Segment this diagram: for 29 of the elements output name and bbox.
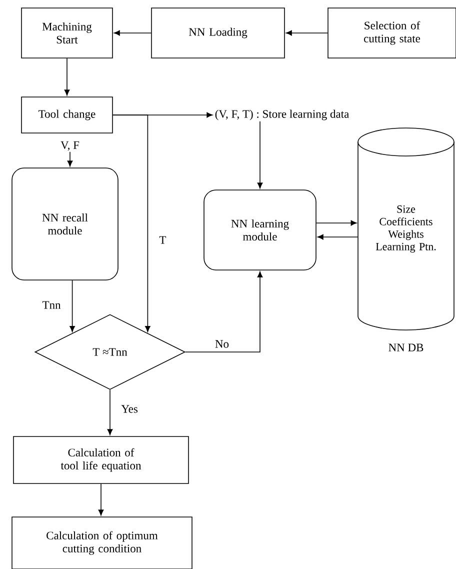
- arrow: [98, 484, 104, 516]
- edge-label: No: [214, 339, 230, 349]
- node-label: NN DB: [388, 344, 424, 352]
- arrow: [286, 30, 328, 36]
- process-box: NN Loading: [151, 8, 285, 58]
- module-box: NN recall module: [12, 168, 118, 280]
- process-box: Selection of cutting state: [328, 8, 456, 58]
- edge-label: Yes: [120, 404, 139, 414]
- data-text: (V, F, T) : Store learning data: [215, 110, 349, 120]
- edge-label: Tnn: [41, 300, 62, 310]
- arrow: [317, 234, 358, 240]
- arrow: [316, 220, 357, 226]
- module-box: NN learning module: [204, 190, 316, 270]
- process-box: Machining Start: [21, 8, 113, 58]
- arrow: [257, 121, 263, 189]
- arrow: [112, 114, 150, 332]
- process-box: Tool change: [21, 96, 113, 134]
- input-text: V, F: [60, 141, 80, 151]
- arrow: [114, 30, 152, 36]
- arrow: [64, 58, 70, 96]
- arrow: [70, 280, 75, 332]
- edge-label: T: [158, 235, 168, 245]
- database-cylinder: Size Coefficients Weights Learning Ptn.: [358, 128, 454, 330]
- process-box: Calculation of optimum cutting condition: [12, 516, 192, 569]
- arrow: [107, 390, 113, 436]
- node-label: Size Coefficients Weights Learning Ptn.: [376, 205, 436, 253]
- process-box: Calculation of tool life equation: [13, 436, 189, 484]
- arrow: [67, 151, 73, 167]
- arrow: [185, 271, 263, 352]
